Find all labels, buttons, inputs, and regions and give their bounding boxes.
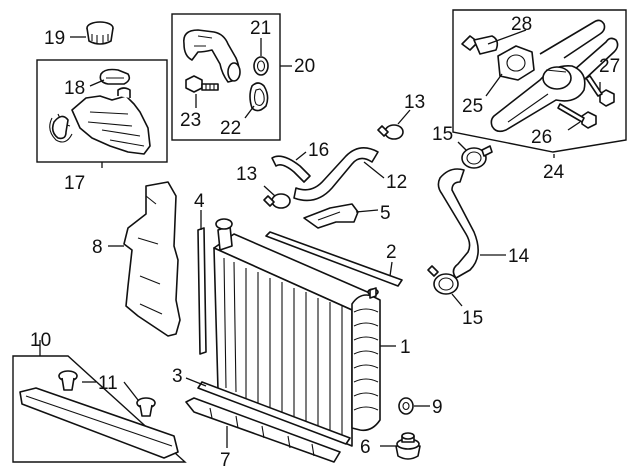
clamp-part-15-upper <box>461 145 493 169</box>
callout-1: 1 <box>400 337 411 358</box>
callout-13-upper: 13 <box>404 92 425 113</box>
coolant-reservoir <box>49 87 151 155</box>
lower-baffle-part-7 <box>185 397 341 463</box>
radiator-cap-part-19 <box>86 21 114 45</box>
gasket-part-22 <box>249 82 269 112</box>
callout-3: 3 <box>172 366 183 387</box>
sensor-part-28 <box>461 35 499 55</box>
callout-22: 22 <box>220 118 241 139</box>
callout-10: 10 <box>30 330 51 351</box>
upper-seal-part-2 <box>265 231 403 287</box>
callout-7: 7 <box>220 450 231 471</box>
clamp-part-13-upper <box>377 124 404 140</box>
lower-hose-part-14 <box>437 168 479 279</box>
callout-19: 19 <box>44 28 65 49</box>
callout-11: 11 <box>98 373 118 394</box>
callout-23: 23 <box>180 110 201 131</box>
callout-21: 21 <box>250 18 271 39</box>
callout-27: 27 <box>599 56 620 77</box>
group-box-24 <box>452 9 627 153</box>
callout-15-upper: 15 <box>432 124 453 145</box>
callout-9: 9 <box>432 397 443 418</box>
callout-26: 26 <box>531 127 552 148</box>
callout-13-lower: 13 <box>236 164 257 185</box>
outlet-pipe-housing <box>182 29 241 83</box>
washer-part-9 <box>398 397 414 415</box>
bolt-part-23 <box>185 75 219 93</box>
group-box-20 <box>171 13 281 141</box>
callout-17: 17 <box>64 173 85 194</box>
radiator-part-1 <box>213 218 381 447</box>
callout-25: 25 <box>462 96 483 117</box>
callout-16: 16 <box>308 140 329 161</box>
callout-18: 18 <box>64 78 85 99</box>
clamp-part-15-lower <box>427 265 459 295</box>
push-pin-part-11-left <box>58 370 78 391</box>
callout-20: 20 <box>294 56 315 77</box>
callout-8: 8 <box>92 237 103 258</box>
lower-shield <box>19 387 179 459</box>
callout-24: 24 <box>543 162 565 183</box>
bracket-part-5 <box>303 203 359 229</box>
callout-6: 6 <box>360 437 371 458</box>
callout-5: 5 <box>380 203 391 224</box>
drain-plug-part-6 <box>395 432 421 460</box>
push-pin-part-11-right <box>136 397 156 417</box>
reservoir-cap-part-18 <box>99 68 131 85</box>
water-outlet-pipes <box>490 19 619 133</box>
bolt-part-26 <box>557 103 597 129</box>
side-seal-part-4 <box>197 227 207 355</box>
callout-15-lower: 15 <box>462 308 483 329</box>
o-ring-part-21 <box>253 56 269 76</box>
callout-14: 14 <box>508 246 530 267</box>
callout-2: 2 <box>386 242 397 263</box>
callout-4: 4 <box>194 191 205 212</box>
gasket-part-25 <box>497 45 535 81</box>
clamp-part-13-lower <box>263 193 291 209</box>
air-deflector-part-8 <box>123 181 181 337</box>
group-box-10 <box>12 355 187 463</box>
leader-lines <box>39 29 601 448</box>
callout-labels: 19 18 17 21 20 22 23 28 27 25 26 24 13 1… <box>30 14 620 471</box>
hose-part-16 <box>271 155 311 183</box>
bolt-part-27 <box>585 75 615 107</box>
callout-12: 12 <box>386 172 407 193</box>
callout-28: 28 <box>511 14 532 35</box>
upper-hose-part-12 <box>293 147 379 202</box>
